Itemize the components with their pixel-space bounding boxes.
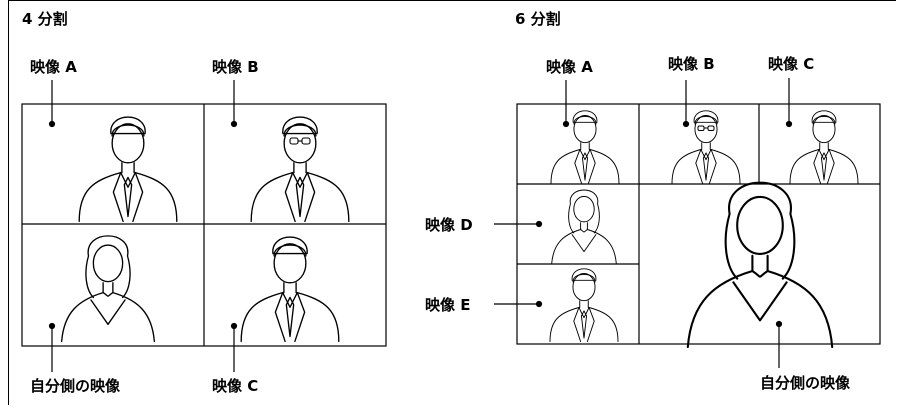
left-label-b: 映像 B bbox=[212, 58, 259, 76]
title-4-split: 4 分割 bbox=[22, 10, 68, 28]
left-figure-b bbox=[250, 116, 350, 223]
left-figure-a bbox=[78, 116, 178, 223]
right-figure-b bbox=[671, 110, 741, 184]
title-6-split: 6 分割 bbox=[515, 10, 561, 28]
right-figure-c bbox=[789, 110, 859, 184]
right-figure-self bbox=[686, 181, 834, 349]
right-figure-e bbox=[549, 268, 619, 342]
left-label-c: 映像 C bbox=[212, 377, 259, 395]
right-label-a: 映像 A bbox=[546, 58, 593, 76]
right-label-self: 自分側の映像 bbox=[760, 374, 851, 392]
figure-frame bbox=[8, 0, 896, 405]
left-figure-c bbox=[240, 236, 340, 343]
left-figure-self bbox=[60, 235, 156, 343]
right-label-b: 映像 B bbox=[668, 55, 715, 73]
right-figure-d bbox=[551, 189, 617, 264]
four-split-screen bbox=[21, 80, 387, 372]
right-label-d: 映像 D bbox=[425, 216, 473, 234]
right-label-c: 映像 C bbox=[768, 55, 815, 73]
left-label-self: 自分側の映像 bbox=[30, 377, 121, 395]
left-label-a: 映像 A bbox=[30, 58, 77, 76]
six-split-screen bbox=[494, 78, 881, 368]
right-label-e: 映像 E bbox=[425, 296, 471, 314]
right-figure-a bbox=[550, 110, 620, 184]
